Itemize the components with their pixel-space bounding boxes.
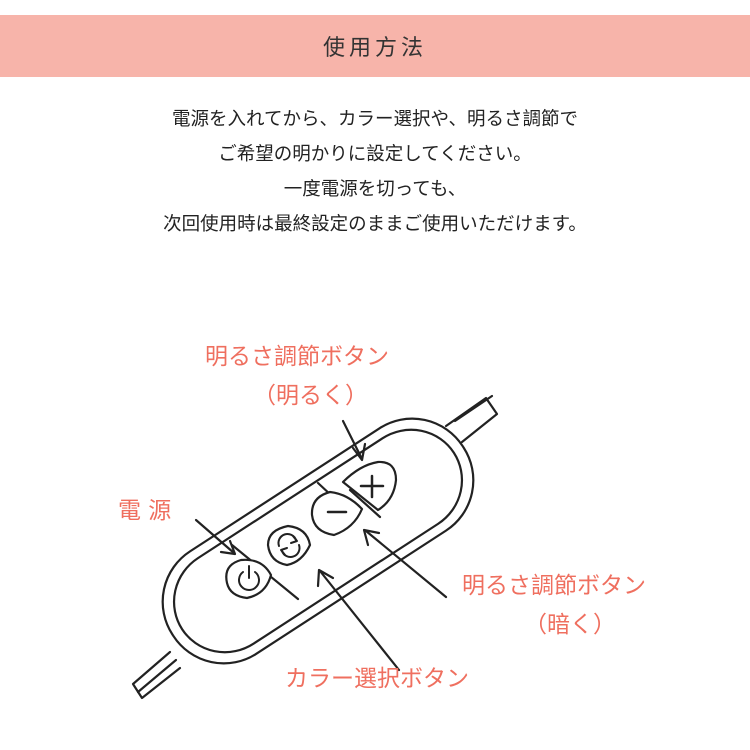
header-banner: 使用方法	[0, 15, 750, 77]
arrow-brightness-down	[364, 529, 448, 599]
plus-button	[341, 460, 398, 519]
cable-top	[444, 396, 499, 444]
arrow-brightness-up	[341, 419, 364, 461]
arrow-color-select	[318, 569, 401, 672]
label-color-select: カラー選択ボタン	[285, 666, 469, 692]
plus-icon	[359, 474, 385, 499]
label-brightness-up-sub: （明るく）	[253, 383, 368, 409]
minus-button	[310, 490, 364, 537]
power-button	[225, 558, 273, 600]
label-brightness-down-sub: （暗く）	[524, 612, 616, 638]
label-brightness-up: 明るさ調節ボタン	[205, 344, 389, 370]
instructions-text: 電源を入れてから、カラー選択や、明るさ調節で ご希望の明かりに設定してください。…	[0, 102, 750, 242]
instruction-line: 一度電源を切っても、	[283, 179, 467, 200]
instruction-line: 次回使用時は最終設定のままご使用いただけます。	[163, 214, 587, 235]
arrow-power	[194, 518, 236, 555]
color-select-button	[266, 524, 312, 567]
label-power: 電 源	[118, 498, 172, 524]
controller-body	[161, 417, 475, 665]
power-icon	[238, 571, 260, 591]
page-title: 使用方法	[322, 36, 427, 61]
label-brightness-down: 明るさ調節ボタン	[462, 573, 646, 599]
instruction-line: 電源を入れてから、カラー選択や、明るさ調節で	[172, 109, 578, 130]
instruction-line: ご希望の明かりに設定してください。	[218, 144, 532, 165]
